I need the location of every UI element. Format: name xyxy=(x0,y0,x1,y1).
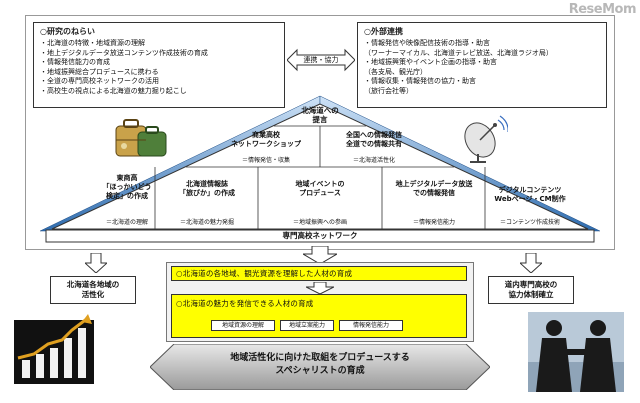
external-cooperation-item: （各支局、観光庁） xyxy=(364,67,427,76)
external-cooperation-item: （旅行会社等） xyxy=(364,86,413,95)
resemom-watermark: ReseMom xyxy=(568,2,637,17)
research-aim-item: ・全道の専門高校ネットワークの活用 xyxy=(40,77,159,86)
goal-2-text: ○北海道の魅力を発信できる人材の育成 xyxy=(176,299,314,308)
pyramid-middle-left-sub: ＝情報発信・収集 xyxy=(241,157,290,164)
external-cooperation-item: （ワーナーマイカル、北海道テレビ放送、北海道ラジオ局） xyxy=(364,48,553,57)
goal-1-text: ○北海道の各地域、観光資源を理解した人材の育成 xyxy=(176,269,353,278)
pyramid-middle-right-sub: ＝北海道活性化 xyxy=(352,157,395,164)
cooperation-label: 連携・協力 xyxy=(303,56,339,64)
satellite-dish-illustration xyxy=(464,115,508,163)
research-aim-item: ・地上デジタルデータ放送コンテンツ作成技術の育成 xyxy=(40,48,208,57)
research-aim-item: ・北海道の特徴・地域資源の理解 xyxy=(40,39,145,47)
pyramid-middle-right-title: 全国への情報発信 全道での情報共有 xyxy=(346,131,402,148)
down-arrow-right xyxy=(520,253,542,273)
left-result-text: 北海道各地域の 活性化 xyxy=(66,280,120,299)
goal-2-box: ○北海道の魅力を発信できる人材の育成 xyxy=(171,294,467,338)
down-arrow-center xyxy=(303,246,337,264)
pyramid-cell-3-title: 地域イベントの プロデュース xyxy=(295,180,345,197)
final-goal-text: 地域活性化に向けた取組をプロデュースする スペシャリストの育成 xyxy=(230,353,410,376)
suitcase-illustration xyxy=(115,119,167,157)
pyramid-cell-2-title: 北海道情報誌 「旅びか」の作成 xyxy=(179,180,235,197)
external-cooperation-item: ・情報収集・情報発信の協力・助言 xyxy=(364,77,476,86)
goal-arrow xyxy=(306,282,334,294)
pyramid-cell-5-title: デジタルコンテンツ Webページ・CM制作 xyxy=(494,186,566,203)
research-aims-list: ・北海道の特徴・地域資源の理解・地上デジタルデータ放送コンテンツ作成技術の育成・… xyxy=(40,39,278,97)
left-result-box: 北海道各地域の 活性化 xyxy=(50,276,136,304)
pyramid-cell-5-sub: ＝コンテンツ作成技術 xyxy=(499,219,560,226)
pyramid-cell-1-sub: ＝北海道の理解 xyxy=(105,219,148,226)
cooperation-double-arrow xyxy=(287,48,355,72)
research-aim-item: ・地域振興総合プロデュースに携わる xyxy=(40,67,159,76)
goal-tag-3: 情報発信能力 xyxy=(339,320,403,331)
pyramid-cell-4-sub: ＝情報発信能力 xyxy=(412,219,455,226)
external-cooperation-item: ・地域振興策やイベント企画の指導・助言 xyxy=(364,58,497,67)
research-aims-title: ○研究のねらい xyxy=(40,27,95,36)
pyramid-cell-4-title: 地上デジタルデータ放送 での情報発信 xyxy=(395,180,473,197)
pyramid-apex-label: 北海道への 提言 xyxy=(301,106,339,124)
pyramid-cell-3-sub: ＝地域振興への参画 xyxy=(292,219,347,226)
goal-tag-1: 地域資源の理解 xyxy=(211,320,275,331)
pyramid-cell-1-title: 東商高 「ほっかいどう 検定」の作成 xyxy=(102,174,152,200)
final-banner-shape xyxy=(150,344,490,390)
external-cooperation-item: ・情報発信や映像配信技術の指導・助言 xyxy=(364,39,490,47)
external-cooperation-title: ○外部連携 xyxy=(364,27,403,36)
handshake-illustration xyxy=(528,312,624,392)
growth-chart-illustration xyxy=(14,314,94,384)
research-aim-item: ・高校生の視点による北海道の魅力掘り起こし xyxy=(40,86,187,95)
external-cooperation-box: ○外部連携 ・情報発信や映像配信技術の指導・助言（ワーナーマイカル、北海道テレビ… xyxy=(357,22,607,108)
right-result-text: 道内専門高校の 協力体制確立 xyxy=(504,280,558,299)
right-result-box: 道内専門高校の 協力体制確立 xyxy=(488,276,574,304)
down-arrow-left xyxy=(85,253,107,273)
pyramid-cell-2-sub: ＝北海道の魅力発掘 xyxy=(179,219,234,226)
pyramid-middle-left-title: 商業高校 ネットワークショップ xyxy=(231,131,301,148)
goal-tag-2: 地域立案能力 xyxy=(280,320,334,331)
goal-1-box: ○北海道の各地域、観光資源を理解した人材の育成 xyxy=(171,266,467,281)
pyramid-base-label: 専門高校ネットワーク xyxy=(282,231,358,240)
research-aim-item: ・情報発信能力の育成 xyxy=(40,58,110,67)
research-aims-box: ○研究のねらい ・北海道の特徴・地域資源の理解・地上デジタルデータ放送コンテンツ… xyxy=(33,22,285,108)
external-cooperation-list: ・情報発信や映像配信技術の指導・助言（ワーナーマイカル、北海道テレビ放送、北海道… xyxy=(364,39,600,97)
